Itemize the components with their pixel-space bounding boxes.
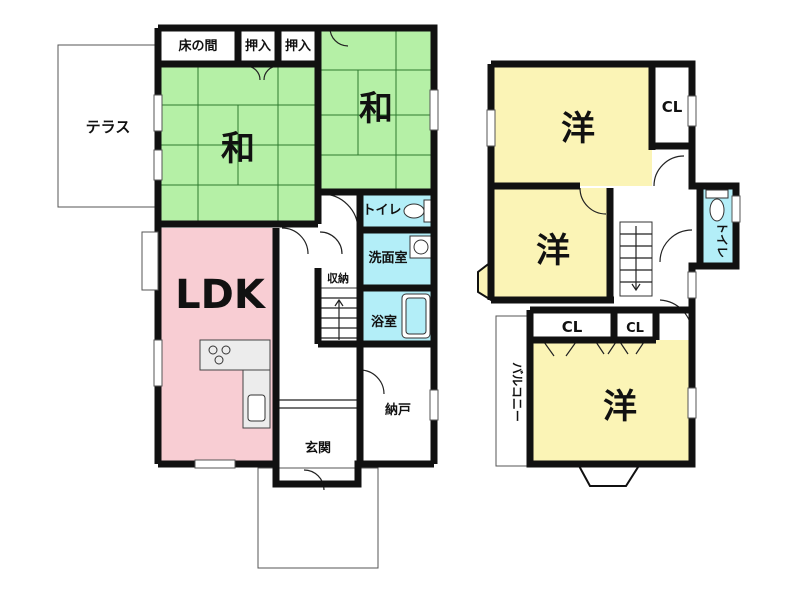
label-yo-1: 洋: [561, 109, 595, 149]
walls-2f: [487, 60, 740, 468]
balcony-area: [495, 315, 531, 467]
toilet-1-fixture: [403, 199, 433, 223]
terrace-area: [57, 44, 159, 208]
label-cl-1: CL: [662, 98, 683, 116]
yo-3-fill: [530, 340, 692, 464]
label-cl-2: CL: [562, 318, 583, 336]
label-terrace: テラス: [86, 118, 131, 136]
walls-1f: [154, 24, 438, 488]
label-yo-2: 洋: [536, 231, 570, 271]
label-washitsu-2: 和: [359, 89, 393, 129]
tatami-lines: [158, 28, 434, 224]
label-toilet-2: トイレ: [715, 222, 729, 258]
label-ldk: LDK: [175, 272, 267, 318]
washbasin: [409, 235, 433, 259]
label-genkan: 玄関: [305, 440, 331, 456]
toilet-2-fixture: [705, 189, 729, 222]
label-oshiire-2: 押入: [285, 38, 311, 54]
stairs-2f: [619, 221, 653, 297]
label-nando: 納戸: [385, 402, 411, 418]
bathtub: [401, 293, 431, 339]
washitsu-2-fill: [318, 28, 434, 192]
label-balcony: バルコニー: [510, 362, 524, 422]
kitchen-counter: [199, 339, 271, 429]
label-senmen: 洗面室: [368, 250, 407, 266]
label-washitsu-1: 和: [221, 129, 255, 169]
label-yo-3: 洋: [603, 387, 637, 427]
label-yokushitsu: 浴室: [371, 314, 397, 330]
label-toilet-1: トイレ: [362, 203, 401, 218]
stairs-1f: [319, 287, 359, 345]
yo-1-fill: [491, 64, 652, 186]
label-cl-3: CL: [626, 321, 644, 336]
windows-2f: [486, 95, 741, 419]
windows-1f: [141, 89, 439, 469]
label-tokonoma: 床の間: [178, 38, 217, 54]
label-shuno: 収納: [327, 271, 349, 285]
label-oshiire-1: 押入: [245, 38, 271, 54]
